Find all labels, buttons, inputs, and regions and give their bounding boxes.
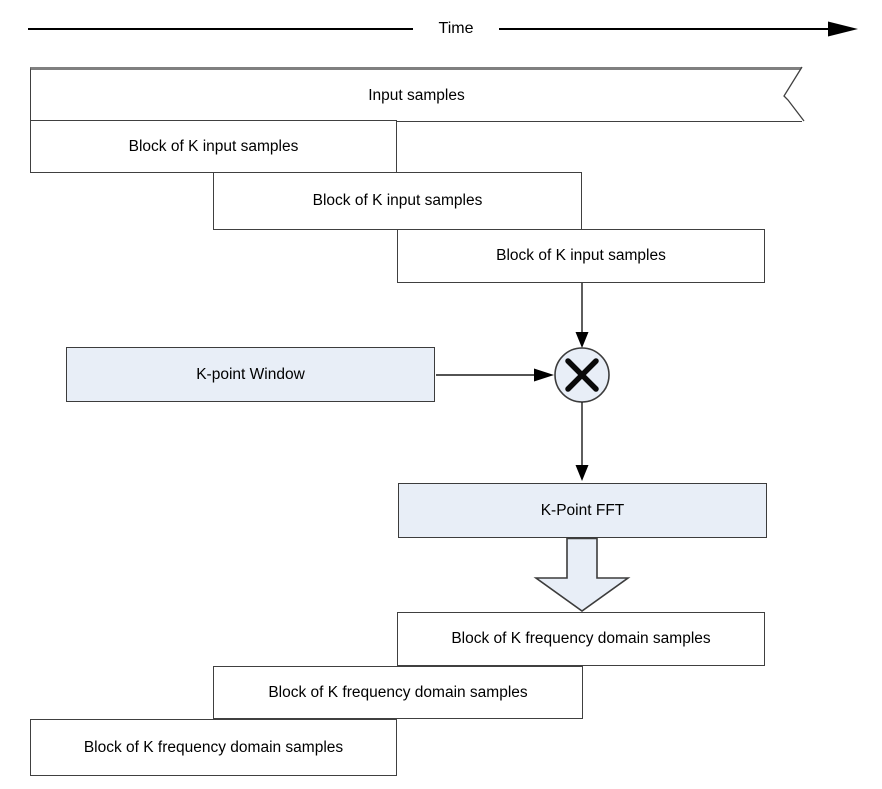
multiplier-circle bbox=[554, 347, 610, 403]
frequency-block-label: Block of K frequency domain samples bbox=[451, 630, 711, 648]
down-arrowhead-icon bbox=[575, 465, 589, 481]
frequency-block-1: Block of K frequency domain samples bbox=[397, 612, 765, 666]
input-block-label: Block of K input samples bbox=[128, 137, 299, 155]
input-block-label: Block of K input samples bbox=[312, 192, 483, 210]
time-arrowhead-icon bbox=[828, 21, 858, 37]
frequency-block-3: Block of K frequency domain samples bbox=[30, 719, 397, 776]
input-block-2: Block of K input samples bbox=[213, 172, 582, 230]
down-arrowhead-icon bbox=[575, 332, 589, 348]
frequency-block-2: Block of K frequency domain samples bbox=[213, 666, 583, 719]
multiply-icon bbox=[565, 358, 599, 392]
time-axis-label: Time bbox=[413, 20, 499, 38]
frequency-block-label: Block of K frequency domain samples bbox=[268, 683, 528, 701]
k-point-window-label: K-point Window bbox=[196, 365, 305, 383]
k-point-fft-label: K-Point FFT bbox=[540, 501, 625, 519]
input-block-label: Block of K input samples bbox=[496, 247, 666, 265]
input-samples-label: Input samples bbox=[368, 86, 465, 104]
right-arrowhead-icon bbox=[534, 368, 554, 382]
fft-output-block-arrow bbox=[533, 537, 631, 612]
input-block-3: Block of K input samples bbox=[397, 229, 765, 283]
frequency-block-label: Block of K frequency domain samples bbox=[83, 738, 344, 756]
k-point-window-box: K-point Window bbox=[66, 347, 435, 402]
input-samples-box: Input samples bbox=[30, 67, 802, 122]
multiplier-node bbox=[554, 347, 610, 403]
k-point-fft-box: K-Point FFT bbox=[398, 483, 767, 538]
input-block-1: Block of K input samples bbox=[30, 120, 397, 173]
